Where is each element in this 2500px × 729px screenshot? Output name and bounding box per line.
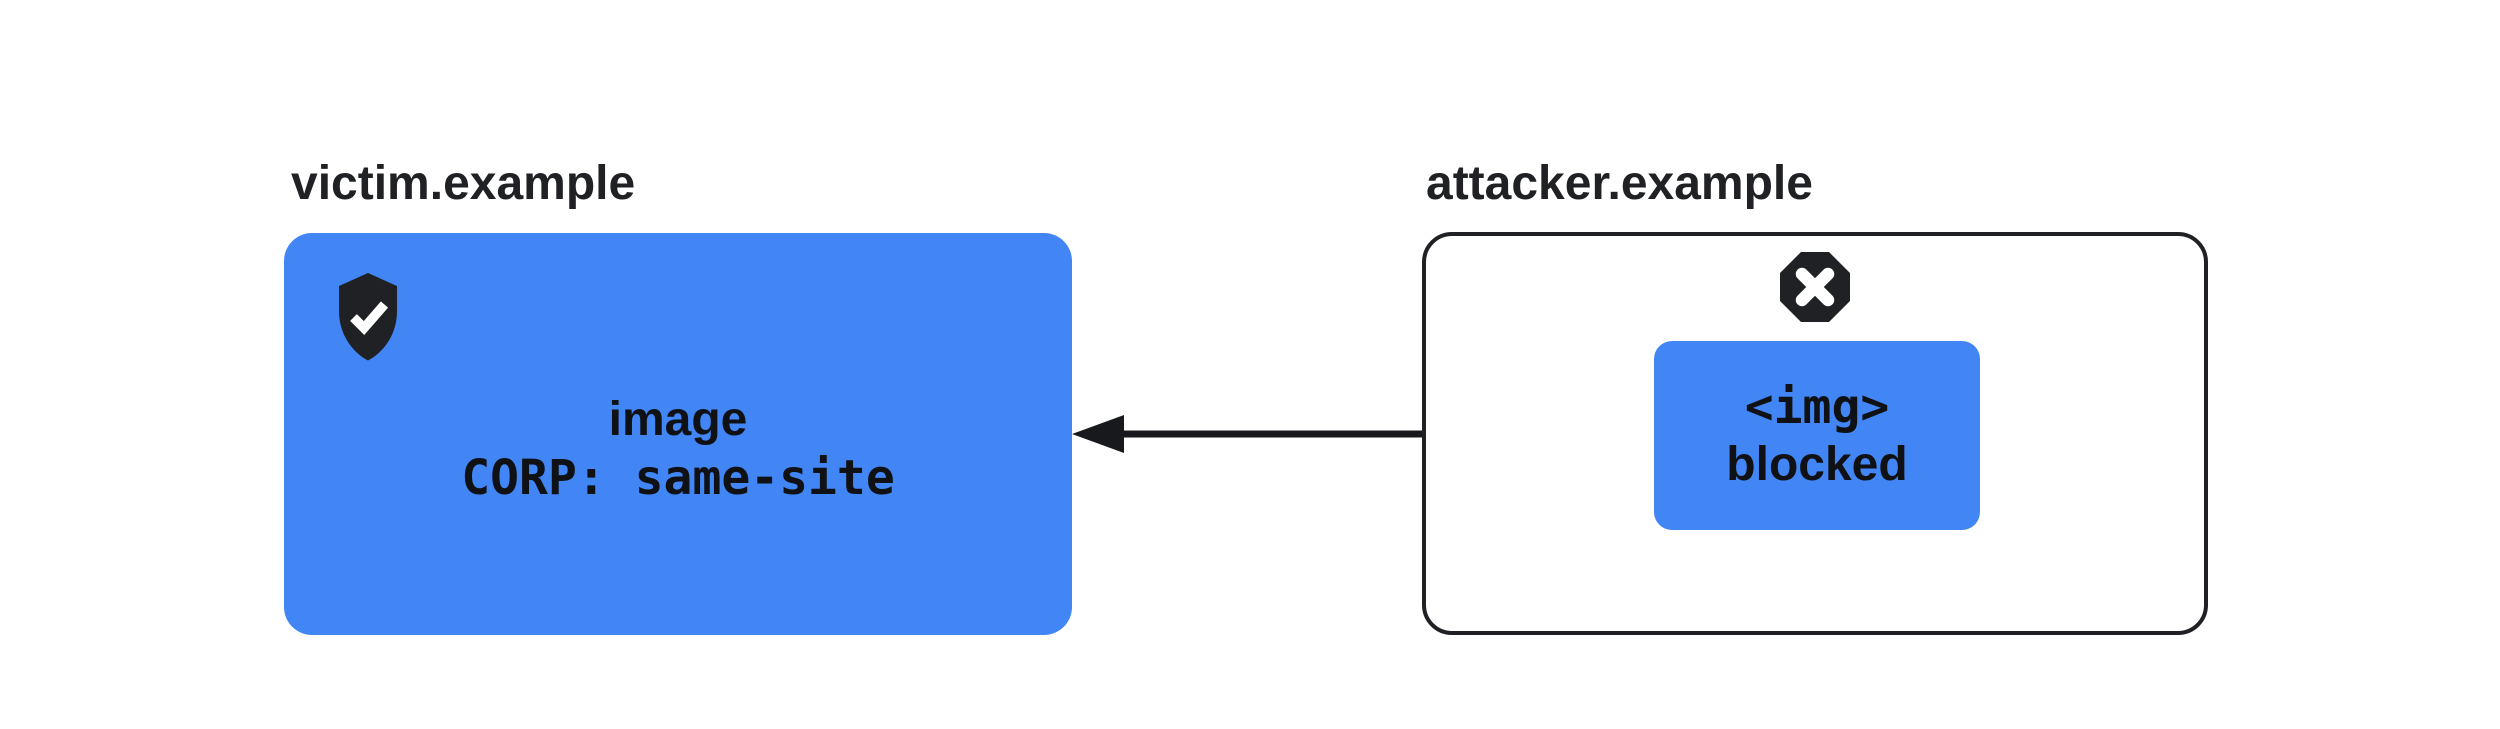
attacker-site-box: <img> blocked [1422,232,2208,635]
victim-domain-label: victim.example [291,157,636,210]
victim-resource-box: image CORP: same-site [284,233,1072,635]
attacker-domain-label: attacker.example [1426,157,1813,210]
resource-name-text: image [608,393,748,446]
blocked-img-request-box: <img> blocked [1654,341,1980,530]
corp-header-text: CORP: same-site [461,450,895,506]
victim-resource-text: image CORP: same-site [284,391,1072,507]
blocked-x-icon [1780,252,1850,322]
img-tag-text: <img> [1744,378,1890,435]
blocked-status-text: blocked [1726,437,1908,491]
shield-check-icon [339,273,397,361]
